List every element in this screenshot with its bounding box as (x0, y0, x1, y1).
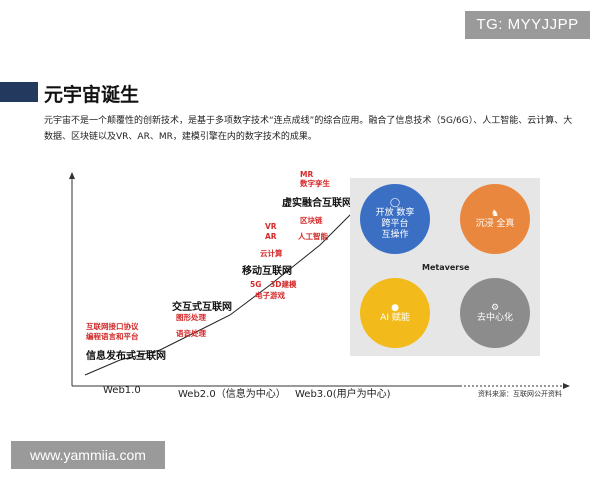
tech-label-ar: AR (265, 232, 277, 241)
tech-label-cloud: 云计算 (260, 249, 283, 258)
tech-label-5g: 5G (250, 280, 262, 289)
tech-label-3d-modeling: 3D建模 (270, 280, 297, 289)
metaverse-open-label: 开放 数孪 跨平台 互操作 (375, 207, 415, 240)
tech-label-vr: VR (265, 222, 277, 231)
metaverse-ai-circle: ● AI 赋能 (360, 278, 430, 348)
metaverse-decentral-label: 去中心化 (476, 312, 513, 323)
metaverse-panel: ◯ 开放 数孪 跨平台 互操作 ♞ 沉浸 全真 Metaverse ● AI 赋… (350, 178, 540, 356)
source-note: 资料来源：互联网公开资料 (478, 390, 562, 398)
lightbulb-icon: ● (391, 302, 399, 313)
x-label-web3: Web3.0(用户为中心) (295, 389, 391, 400)
tech-label-digital-twin: 数字孪生 (300, 179, 330, 188)
stage-3-label: 移动互联网 (242, 266, 292, 277)
x-label-web2: Web2.0（信息为中心） (178, 389, 286, 400)
tech-label-graphics: 图形处理 (176, 313, 206, 322)
tech-label-mr: MR (300, 170, 314, 179)
tech-label-ai: 人工智能 (298, 232, 328, 241)
y-axis-arrow (69, 172, 75, 179)
tech-label-games: 电子游戏 (255, 291, 285, 300)
metaverse-center-label: Metaverse (422, 263, 470, 272)
metaverse-decentral-circle: ⚙ 去中心化 (460, 278, 530, 348)
stage-2-label: 交互式互联网 (172, 302, 232, 313)
metaverse-immersive-circle: ♞ 沉浸 全真 (460, 184, 530, 254)
tech-label-voice: 语音处理 (176, 329, 206, 338)
section-title: 元宇宙诞生 (44, 84, 140, 106)
x-axis-arrow (563, 383, 570, 389)
tech-label-blockchain: 区块链 (300, 216, 323, 225)
tg-watermark: TG: MYYJJPP (465, 11, 590, 39)
tech-label-protocol: 互联网接口协议 (86, 322, 139, 331)
url-watermark: www.yammiia.com (11, 441, 165, 469)
title-accent-bar (0, 82, 38, 102)
growth-line (84, 194, 371, 376)
bulb-icon: ◯ (389, 197, 401, 208)
stage-4-label: 虚实融合互联网 (282, 198, 352, 209)
evolution-chart: 信息发布式互联网 交互式互联网 移动互联网 虚实融合互联网 互联网接口协议 编程… (60, 170, 580, 400)
chart-axes (69, 172, 570, 389)
stage-1-label: 信息发布式互联网 (86, 351, 166, 362)
metaverse-ai-label: AI 赋能 (380, 312, 410, 323)
chess-knight-icon: ♞ (490, 208, 500, 219)
x-label-web1: Web1.0 (103, 385, 141, 396)
description-text: 元宇宙不是一个颠覆性的创新技术，是基于多项数字技术“连点成线”的综合应用。融合了… (44, 116, 573, 142)
tech-label-programming: 编程语言和平台 (86, 332, 139, 341)
metaverse-open-circle: ◯ 开放 数孪 跨平台 互操作 (360, 184, 430, 254)
gear-icon: ⚙ (490, 302, 500, 313)
metaverse-immersive-label: 沉浸 全真 (475, 218, 515, 229)
